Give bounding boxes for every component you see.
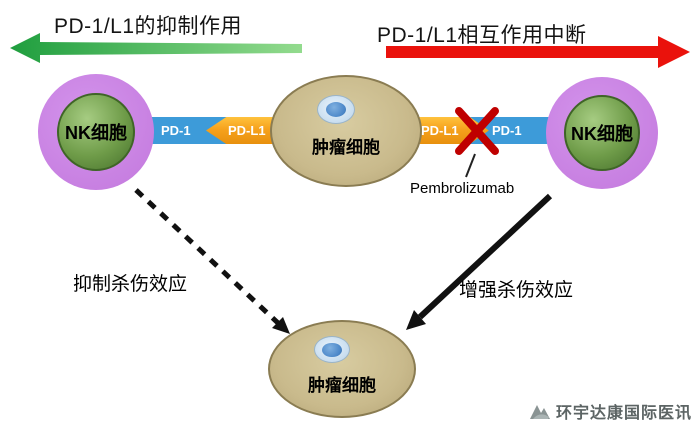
nk-cell-right: NK细胞	[546, 77, 658, 189]
tumor-cell-top: 肿瘤细胞	[270, 75, 422, 187]
pdl1-segment-left-label: PD-L1	[228, 123, 266, 138]
pd1-segment-right-label: PD-1	[492, 123, 522, 138]
nk-cell-right-label: NK细胞	[571, 124, 633, 144]
pd1-segment-left-label: PD-1	[161, 123, 191, 138]
mountain-peaks-icon	[529, 405, 550, 419]
watermark: 环宇达康国际医讯	[529, 399, 692, 423]
dashed-inhibit-arrowhead	[272, 317, 290, 334]
title-right: PD-1/L1相互作用中断	[377, 24, 587, 47]
tumor-cell-bottom: 肿瘤细胞	[268, 320, 416, 418]
dashed-inhibit-arrow	[134, 188, 280, 325]
enhance-effect-label: 增强杀伤效应	[459, 280, 574, 301]
title-left: PD-1/L1的抑制作用	[54, 15, 243, 38]
tumor-cell-top-nucleus	[317, 95, 355, 124]
nk-cell-left-body	[57, 93, 135, 171]
tumor-cell-top-label: 肿瘤细胞	[312, 138, 380, 157]
tumor-cell-bottom-nucleus	[314, 336, 350, 363]
watermark-text: 环宇达康国际医讯	[555, 405, 692, 422]
nk-cell-right-body	[564, 95, 640, 171]
solid-enhance-arrowhead	[406, 310, 426, 330]
inhibit-effect-label: 抑制杀伤效应	[73, 274, 188, 295]
drug-label: Pembrolizumab	[410, 180, 515, 197]
nk-cell-left-label: NK细胞	[65, 123, 127, 143]
tumor-cell-bottom-nucleolus	[322, 342, 342, 357]
drug-pointer-line	[465, 153, 476, 178]
nk-cell-left: NK细胞	[38, 74, 154, 190]
pdl1-segment-right-label: PD-L1	[421, 123, 459, 138]
tumor-cell-bottom-label: 肿瘤细胞	[308, 376, 376, 395]
tumor-cell-top-nucleolus	[325, 101, 347, 118]
